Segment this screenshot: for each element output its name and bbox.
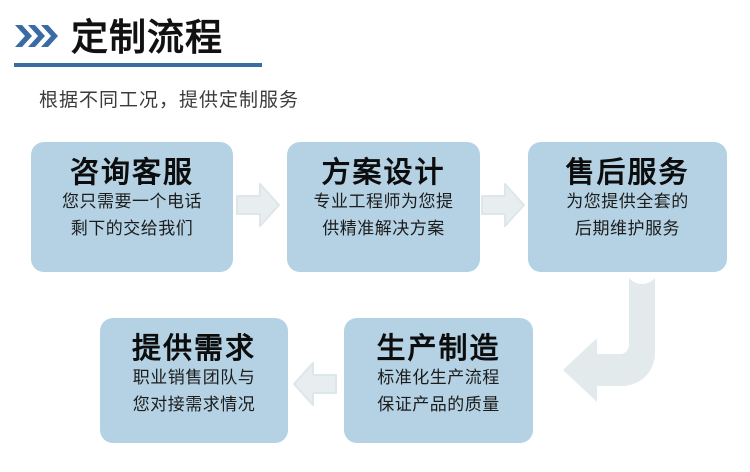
arrow-right-icon <box>479 179 527 235</box>
flow-step-description-line1: 标准化生产流程 <box>377 368 500 388</box>
flow-step-description-line1: 为您提供全套的 <box>566 192 689 212</box>
flow-step-heading: 售后服务 <box>565 155 690 189</box>
arrow-right-icon <box>234 179 282 235</box>
flow-step-description-line1: 职业销售团队与 <box>132 368 256 388</box>
flow-step-design: 方案设计 专业工程师为您提 供精准解决方案 <box>287 142 480 272</box>
flow-step-heading: 生产制造 <box>376 331 501 365</box>
flow-step-description-line1: 专业工程师为您提 <box>313 192 454 212</box>
flow-step-heading: 提供需求 <box>131 331 256 365</box>
flow-step-produce: 生产制造 标准化生产流程 保证产品的质量 <box>344 318 533 443</box>
flow-step-description-line2: 后期维护服务 <box>575 219 680 239</box>
flow-step-description-line2: 保证产品的质量 <box>377 395 500 415</box>
flow-step-aftersales: 售后服务 为您提供全套的 后期维护服务 <box>528 142 727 272</box>
flow-step-description: 职业销售团队与 您对接需求情况 <box>133 365 256 419</box>
page-header: 定制流程 根据不同工况，提供定制服务 <box>0 0 750 130</box>
flow-step-description: 标准化生产流程 保证产品的质量 <box>377 365 500 419</box>
page-title: 定制流程 <box>71 16 223 59</box>
flow-step-description: 为您提供全套的 后期维护服务 <box>566 189 689 243</box>
title-row: 定制流程 <box>14 14 223 62</box>
flow-step-description-line1: 您只需要一个电话 <box>62 192 202 212</box>
triple-chevron-right-icon <box>14 21 59 55</box>
flow-step-description: 专业工程师为您提 供精准解决方案 <box>314 189 454 243</box>
arrow-down-then-left-icon <box>557 272 682 416</box>
flow-step-demand: 提供需求 职业销售团队与 您对接需求情况 <box>100 318 288 443</box>
flow-step-description-line2: 供精准解决方案 <box>322 219 445 239</box>
page-subtitle: 根据不同工况，提供定制服务 <box>39 89 300 111</box>
title-underline <box>14 63 262 67</box>
flow-step-heading: 咨询客服 <box>69 155 194 189</box>
flow-step-consult: 咨询客服 您只需要一个电话 剩下的交给我们 <box>31 142 233 272</box>
arrow-left-icon <box>291 358 339 414</box>
flow-step-heading: 方案设计 <box>321 155 446 189</box>
flow-step-description: 您只需要一个电话 剩下的交给我们 <box>62 189 202 243</box>
flow-step-description-line2: 您对接需求情况 <box>132 395 256 415</box>
flow-step-description-line2: 剩下的交给我们 <box>70 219 194 239</box>
